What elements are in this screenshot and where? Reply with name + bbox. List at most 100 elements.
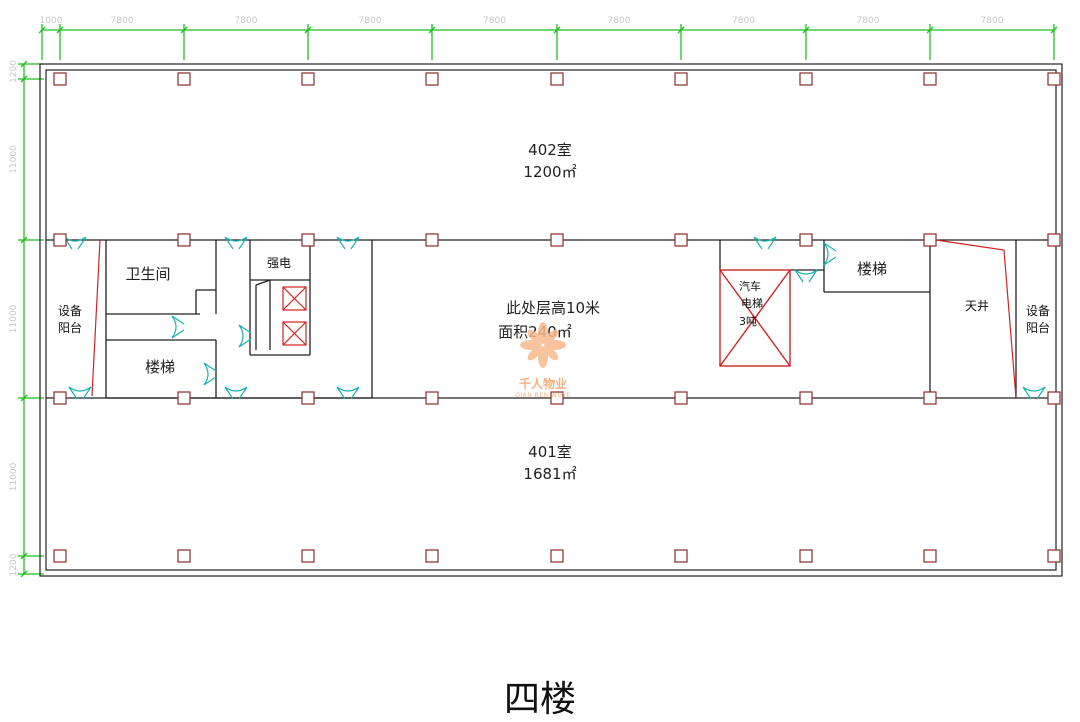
door: [171, 315, 185, 339]
balcony-left-label-2: 阳台: [58, 320, 82, 335]
column: [550, 72, 564, 86]
dimension-label-top: 7800: [359, 16, 382, 26]
car-lift-label-3: 3吨: [739, 315, 757, 328]
dimension-slash: [802, 26, 810, 34]
room-401-area: 1681㎡: [523, 465, 576, 483]
column: [425, 391, 439, 405]
column: [799, 72, 813, 86]
dimension-label-top: 7800: [732, 16, 755, 26]
dimension-slash: [20, 394, 28, 402]
small-lift-boxes: [282, 286, 307, 346]
column: [301, 233, 315, 247]
column: [1047, 233, 1061, 247]
dimension-slash: [1050, 26, 1058, 34]
power-room-label: 强电: [267, 256, 291, 270]
watermark-logo: 千人物业 QIAN REN WUYE: [515, 322, 571, 399]
column: [53, 549, 67, 563]
column: [923, 72, 937, 86]
dimension-slash: [180, 26, 188, 34]
dimension-slash: [20, 552, 28, 560]
floor-title: 四楼: [503, 679, 576, 720]
dimension-slash: [553, 26, 561, 34]
dimension-slash: [677, 26, 685, 34]
dimension-label-left: 1200: [9, 553, 19, 576]
column: [425, 549, 439, 563]
room-402-name: 402室: [528, 141, 572, 159]
door: [753, 236, 777, 250]
column: [923, 549, 937, 563]
column: [674, 72, 688, 86]
wall-segment: [255, 279, 271, 286]
door: [63, 236, 87, 250]
dimension-label-top: 7800: [235, 16, 258, 26]
door: [794, 269, 818, 283]
column: [550, 233, 564, 247]
column: [923, 391, 937, 405]
car-lift-label-2: 电梯: [741, 297, 763, 310]
door: [238, 324, 252, 348]
stair-right-label: 楼梯: [857, 260, 887, 278]
column: [177, 233, 191, 247]
dimension-label-top: 7800: [608, 16, 631, 26]
dimension-label-left: 1200: [9, 60, 19, 83]
car-elevator-shaft: [719, 269, 791, 367]
watermark-brand: 千人物业: [519, 376, 567, 391]
column: [177, 549, 191, 563]
column: [674, 391, 688, 405]
stair-left-label: 楼梯: [145, 358, 175, 376]
column: [425, 233, 439, 247]
column: [425, 72, 439, 86]
dimension-label-top: 7800: [483, 16, 506, 26]
column: [923, 233, 937, 247]
door: [823, 242, 837, 266]
door: [224, 386, 248, 400]
column: [1047, 72, 1061, 86]
column: [301, 72, 315, 86]
dimension-slash: [20, 60, 28, 68]
column: [1047, 391, 1061, 405]
dimension-slash: [20, 570, 28, 578]
door-symbols: [63, 236, 1046, 400]
column: [53, 72, 67, 86]
room-402-area: 1200㎡: [523, 163, 576, 181]
column: [177, 391, 191, 405]
column: [799, 233, 813, 247]
balcony-left-label-1: 设备: [58, 304, 82, 318]
dimension-label-top: 7800: [111, 16, 134, 26]
column: [53, 233, 67, 247]
dimension-slash: [304, 26, 312, 34]
door: [203, 362, 217, 386]
dimension-slash: [38, 26, 46, 34]
interior-walls: [46, 239, 1056, 399]
dimension-label-top: 7800: [857, 16, 880, 26]
dimension-label-left: 11000: [9, 462, 19, 491]
balcony-right-label-1: 设备: [1026, 304, 1050, 318]
dimension-slash: [20, 236, 28, 244]
dimension-slash: [20, 75, 28, 83]
column: [674, 549, 688, 563]
room-401-name: 401室: [528, 443, 572, 461]
column: [799, 549, 813, 563]
dimension-slash: [56, 26, 64, 34]
column: [301, 391, 315, 405]
dimension-slash: [428, 26, 436, 34]
door: [68, 386, 92, 400]
column: [177, 72, 191, 86]
dimension-label-left: 11000: [9, 304, 19, 333]
toilet-label: 卫生间: [125, 265, 170, 283]
column: [550, 391, 564, 405]
column: [301, 549, 315, 563]
dimension-label-left: 11000: [9, 145, 19, 174]
balcony-right-label-2: 阳台: [1026, 320, 1050, 335]
door: [1022, 386, 1046, 400]
watermark-sub: QIAN REN WUYE: [515, 392, 571, 399]
dimension-label-top: 7800: [981, 16, 1004, 26]
door: [336, 386, 360, 400]
column: [674, 233, 688, 247]
column: [1047, 549, 1061, 563]
courtyard-label: 天井: [965, 299, 989, 313]
dimension-slash: [926, 26, 934, 34]
column: [53, 391, 67, 405]
red-boundary-lines: [91, 239, 1017, 399]
